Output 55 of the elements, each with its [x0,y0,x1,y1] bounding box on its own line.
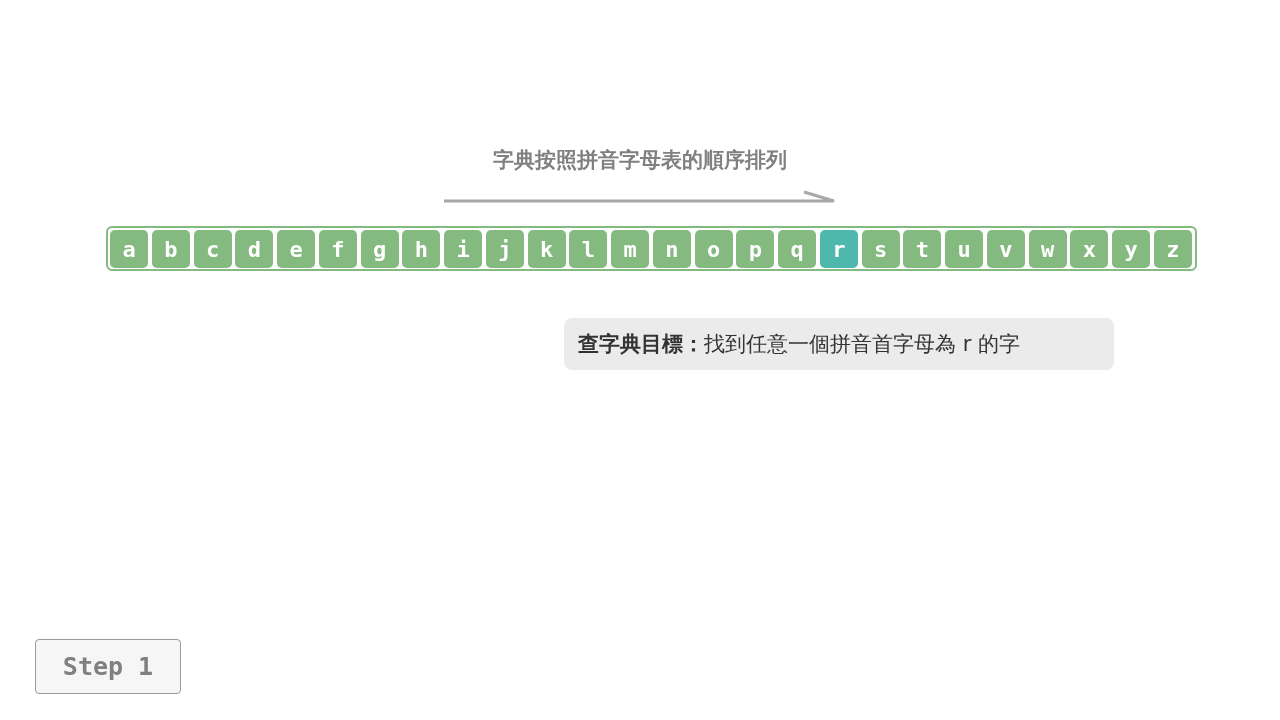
letter-cell: t [903,230,942,268]
letter-cell: d [235,230,274,268]
letter-cell: f [318,230,357,268]
node-label: v [999,236,1013,262]
node-label: t [915,236,929,262]
node-label: u [957,236,971,262]
letter-cell: o [694,230,733,268]
letter-cell: s [861,230,900,268]
node-label: y [1124,236,1138,262]
node-label: z [1166,236,1180,262]
node-label: c [205,236,220,262]
letter-cell: n [652,230,691,268]
node-label: s [873,236,888,262]
letter-cell: c [193,230,232,268]
letter-cell: u [945,230,983,268]
node-label: x [1082,236,1096,262]
letter-cell: g [360,230,399,268]
letter-cell: b [151,230,190,268]
letter-cell: y [1112,230,1150,268]
node-label: l [581,236,595,262]
letter-cell: k [527,230,566,268]
node-label: a [122,236,136,262]
goal-note: 查字典目標：找到任意一個拼音首字母為 r 的字 [564,318,1114,370]
node-label: h [414,236,428,262]
node-label: w [1040,236,1055,262]
node-label: n [665,236,679,262]
node-label: p [748,236,762,262]
node-label: i [456,236,470,262]
step-label: Step 1 [35,639,181,694]
letter-cell: j [485,230,524,268]
node-label: d [247,236,261,262]
letter-cell: l [569,230,608,268]
letter-cell: a [110,230,148,268]
letter-cell: p [736,230,775,268]
node-label: m [623,236,637,262]
letter-cell: r [819,230,858,268]
node-label: k [539,236,554,262]
node-label: b [164,236,178,262]
heading-text: 字典按照拼音字母表的順序排列 [492,147,788,174]
node-label: o [706,236,721,262]
node-label: j [498,236,512,262]
node-label: g [372,236,387,262]
node-label: e [289,236,303,262]
node-label: f [331,236,345,262]
node-label: q [790,236,804,262]
letter-cell: q [778,230,816,268]
letter-cell: e [277,230,315,268]
letter-cell: i [444,230,482,268]
letter-cell: z [1153,230,1192,268]
letter-cell: m [611,230,649,268]
letter-cell: v [986,230,1025,268]
array-frame [106,226,1197,271]
letter-cell: w [1028,230,1067,268]
letter-cell: x [1070,230,1109,268]
letter-cell: h [402,230,441,268]
